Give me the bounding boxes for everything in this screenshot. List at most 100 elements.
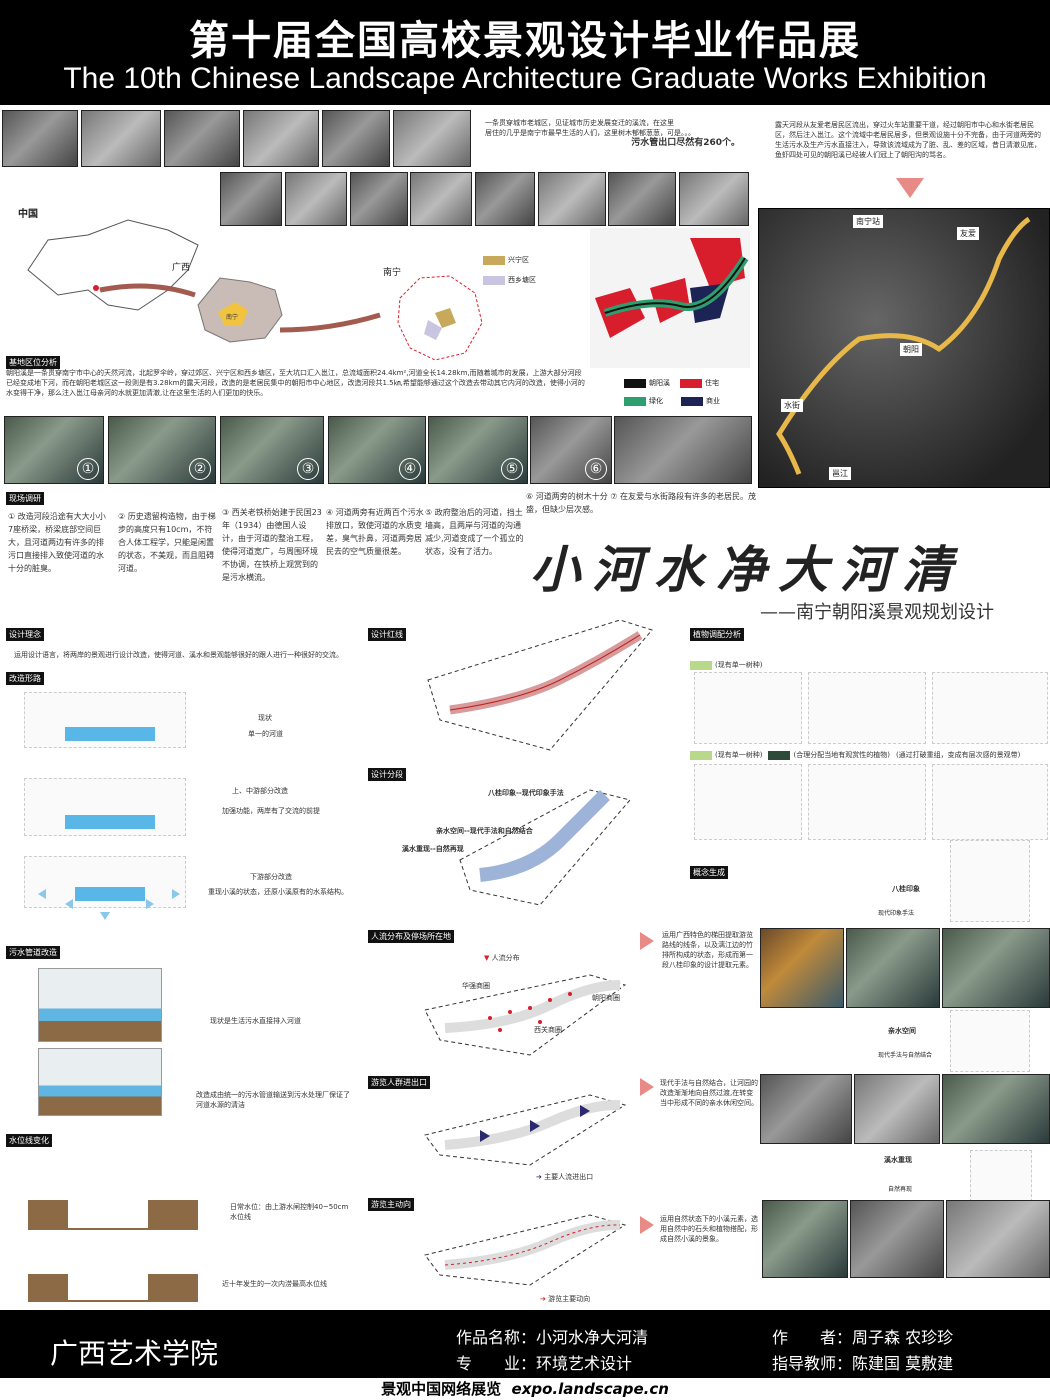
people-plan — [424, 974, 627, 1056]
work-name-row: 作品名称：小河水净大河清 — [456, 1324, 648, 1348]
section-tag-entries: 游览人群进出口 — [368, 1076, 430, 1089]
survey-note: ⑤ 政府整治后的河道，挡土墙高，且两岸与河道的沟通减少,河道变成了一个孤立的状态… — [425, 508, 524, 556]
section-tag-sewage: 污水管道改造 — [6, 946, 60, 959]
genesis-sub: 现代手法与自然结合 — [878, 1052, 933, 1059]
section-sketch — [24, 856, 186, 908]
marker-icon: ▼ — [484, 954, 490, 962]
author-value: 周子森 农珍珍 — [852, 1328, 954, 1347]
survey-number: ② — [189, 458, 211, 480]
legend-label: (合理分配当地有观赏性的植物) — [793, 751, 890, 759]
water-level-section — [28, 1260, 198, 1302]
legend-label: 游览主要动向 — [548, 1295, 591, 1303]
section-tag-site: 基地区位分析 — [6, 356, 60, 369]
stepping-stones-photo — [850, 1200, 944, 1278]
pipe-photo — [285, 172, 347, 226]
slogan-main: 小河水净大河清 — [530, 540, 964, 599]
kids-photo — [942, 1074, 1050, 1144]
pipe-photo — [350, 172, 408, 226]
arrow-right-icon — [640, 1216, 654, 1234]
plants-legend-row: (现有单一树种) (合理分配当地有观赏性的植物) (通过打破重组，变成有层次感的… — [690, 750, 1050, 760]
field-label: 指导教师： — [772, 1354, 853, 1373]
survey-photo: ③ — [220, 416, 324, 484]
aerial-label: 友爱 — [957, 227, 979, 240]
aerial-label: 南宁站 — [853, 215, 883, 228]
author-row: 作 者：周子森 农珍珍 — [772, 1324, 953, 1348]
section-tag-plants: 植物调配分析 — [690, 628, 744, 641]
arrow-right-icon — [640, 932, 654, 950]
pipe-photo — [393, 110, 471, 167]
pipe-photo — [2, 110, 78, 167]
genesis-sub: 现代印象手法 — [878, 910, 915, 917]
segment-label: 亲水空间--现代手法和自然结合 — [436, 827, 533, 835]
pipe-photo — [679, 172, 749, 226]
plant-plan — [694, 764, 802, 840]
header-banner: 第十届全国高校景观设计毕业作品展 The 10th Chinese Landsc… — [0, 0, 1050, 105]
survey-note: ④ 河道两旁有近两百个污水排放口，致使河道的水质变差，臭气扑鼻，河道两旁居民去的… — [326, 508, 424, 556]
expo-name: 景观中国网络展览 — [381, 1380, 502, 1398]
sewage-section-after — [38, 1048, 162, 1116]
pipe-photo — [322, 110, 390, 167]
arrow-down-icon — [896, 178, 924, 198]
intro-right-text: 露天河段从友爱老居民区流出，穿过火车站重要干道，经过朝阳市中心和水街老居民区，然… — [775, 121, 1041, 159]
genesis-title: 亲水空间 — [888, 1027, 916, 1035]
river-photo — [942, 928, 1050, 1008]
arrow-icon: ➔ — [536, 1173, 542, 1181]
survey-photo: ① — [4, 416, 104, 484]
major-value: 环境艺术设计 — [536, 1354, 633, 1373]
steps-photo — [760, 1074, 852, 1144]
survey-photo: ⑥ — [530, 416, 612, 484]
legend-label: 绿化 — [649, 397, 663, 405]
water-flow-arrows — [38, 889, 180, 920]
section-tag-section: 改造形路 — [6, 672, 44, 685]
region-arrows — [99, 283, 381, 333]
district-label: 华强商圈 — [462, 982, 490, 990]
genesis-title: 八桂印象 — [892, 885, 920, 893]
survey-number: ① — [77, 458, 99, 480]
work-name: 小河水净大河清 — [536, 1328, 649, 1347]
tour-legend: ➔ 游览主要动向 — [540, 1294, 590, 1304]
legend-label: 主要人流进出口 — [544, 1173, 594, 1181]
segment-label: 溪水重现--自然再现 — [402, 845, 464, 853]
label-nanning: 南宁 — [383, 268, 402, 278]
expo-url[interactable]: expo.landscape.cn — [511, 1380, 669, 1398]
section-label: 单一的河道 — [248, 730, 283, 738]
section-label: 重现小溪的状态，还原小溪原有的水系结构。 — [208, 888, 348, 896]
genesis-title: 溪水重现 — [884, 1156, 912, 1164]
expo-banner: 景观中国网络展览 expo.landscape.cn — [0, 1378, 1050, 1400]
plant-plan — [932, 764, 1048, 840]
genesis-plan — [970, 1150, 1032, 1202]
legend-label: 朝阳溪 — [649, 379, 670, 387]
pipe-count: 污水管出口尽然有260个。 — [631, 138, 740, 148]
guangxi-map: 南宁 — [197, 277, 283, 343]
pipe-photo — [164, 110, 240, 167]
legend-label: 兴宁区 — [508, 256, 529, 264]
survey-photo: ⑤ — [428, 416, 528, 484]
sewage-label: 改造成由统一的污水管道输送到污水处理厂保证了河道水源的清洁 — [196, 1091, 350, 1109]
genesis-text: 现代手法与自然结合，让河园的改造渐渐地向自然过渡,在转变当中形成不同的亲水休闲空… — [660, 1079, 758, 1107]
survey-number: ③ — [297, 458, 319, 480]
plant-plan — [808, 672, 926, 744]
arrow-right-icon — [640, 1078, 654, 1096]
nanning-map — [397, 275, 483, 361]
survey-note: ③ 西关老铁桥始建于民国23年（1934）由德国人设计，由于河道的整治工程，使得… — [222, 508, 322, 582]
water-label: 日常水位：由上游水闸控制40~50cm水位线 — [230, 1203, 349, 1221]
section-label: 现状 — [258, 714, 272, 722]
section-label: 加强功能，两岸有了交流的前提 — [222, 807, 320, 815]
sewage-label: 现状是生活污水直接排入河道 — [210, 1017, 301, 1025]
pots-photo — [854, 1074, 940, 1144]
aerial-label: 水街 — [781, 399, 803, 412]
title-en: The 10th Chinese Landscape Architecture … — [63, 62, 987, 95]
aerial-label: 邕江 — [829, 467, 851, 480]
goose-photo — [946, 1200, 1050, 1278]
label-china: 中国 — [18, 209, 38, 220]
redline-plan — [427, 619, 653, 751]
footer-bar: 广西艺术学院 作品名称：小河水净大河清 专 业：环境艺术设计 作 者：周子森 农… — [0, 1310, 1050, 1400]
pipe-photo — [243, 110, 319, 167]
school-name: 广西艺术学院 — [50, 1337, 219, 1370]
survey-note: ② 历史遗留构造物，由于梯步的高度只有10cm，不符合人体工程学，只能是闲置的状… — [118, 512, 216, 573]
aerial-label: 朝阳 — [900, 343, 922, 356]
survey-number: ④ — [399, 458, 421, 480]
section-label: 上、中游部分改造 — [232, 787, 288, 795]
stream-photo — [762, 1200, 848, 1278]
landuse-map — [590, 228, 750, 368]
